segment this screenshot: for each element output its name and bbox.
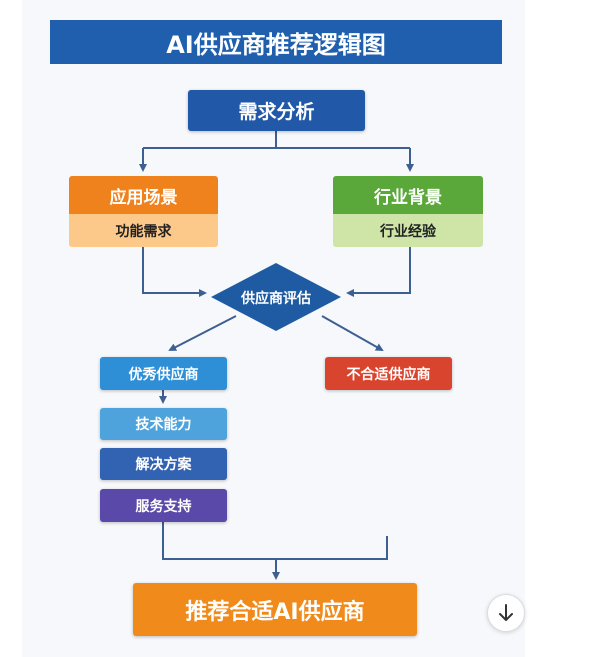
node-solution-label: 解决方案 <box>135 457 192 473</box>
connector-scenario-to-eval <box>142 247 207 297</box>
connector-eval-to-excellent <box>168 315 237 351</box>
node-supplier-evaluation-label: 供应商评估 <box>241 291 311 307</box>
connector-merge <box>162 522 388 560</box>
scroll-down-button[interactable] <box>487 594 525 632</box>
node-application-scenario: 应用场景 <box>69 176 218 214</box>
connector-eval-to-unsuitable <box>321 315 384 351</box>
node-functional-needs-label: 功能需求 <box>115 223 172 240</box>
node-functional-needs: 功能需求 <box>69 214 218 247</box>
node-solution: 解决方案 <box>100 448 227 480</box>
node-recommendation: 推荐合适AI供应商 <box>133 583 417 636</box>
node-unsuitable-supplier-label: 不合适供应商 <box>346 366 431 383</box>
node-recommendation-label: 推荐合适AI供应商 <box>185 599 365 625</box>
node-technical-ability: 技术能力 <box>100 408 227 440</box>
node-unsuitable-supplier: 不合适供应商 <box>325 357 452 390</box>
diagram-title: AI供应商推荐逻辑图 <box>50 20 502 64</box>
node-excellent-supplier-label: 优秀供应商 <box>128 366 199 383</box>
node-application-scenario-label: 应用场景 <box>109 187 178 208</box>
node-industry-background: 行业背景 <box>333 176 483 214</box>
arrow-down-icon <box>499 604 513 621</box>
node-service-support-label: 服务支持 <box>135 498 192 515</box>
diamond-evaluation <box>211 263 341 331</box>
node-industry-background-label: 行业背景 <box>374 187 442 208</box>
node-demand-analysis: 需求分析 <box>188 90 365 131</box>
node-technical-ability-label: 技术能力 <box>135 417 192 433</box>
node-industry-experience: 行业经验 <box>333 214 483 247</box>
connector-industry-to-eval <box>346 247 411 297</box>
node-service-support: 服务支持 <box>100 489 227 522</box>
node-excellent-supplier: 优秀供应商 <box>100 357 227 390</box>
node-industry-experience-label: 行业经验 <box>380 223 436 240</box>
node-demand-analysis-label: 需求分析 <box>238 101 315 123</box>
